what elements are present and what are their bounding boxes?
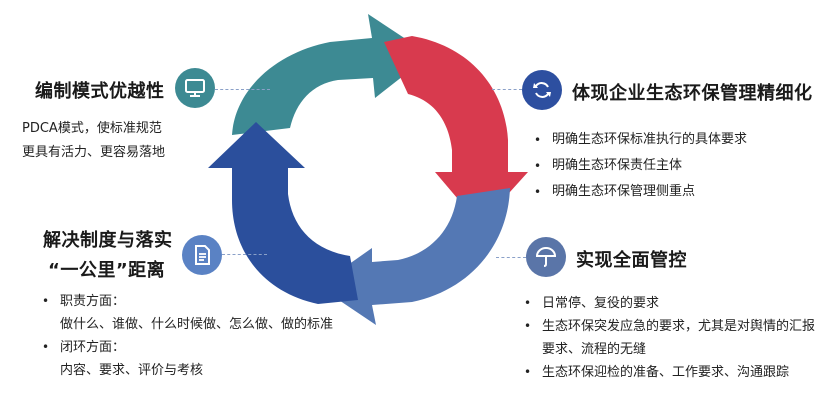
list-item: 职责方面：: [40, 290, 333, 313]
list-item: 明确生态环保责任主体: [532, 153, 747, 179]
list-item-detail: 内容、要求、评价与考核: [60, 363, 204, 378]
bottom-left-title-line-1: 解决制度与落实: [43, 230, 173, 251]
bottom-right-title: 实现全面管控: [576, 250, 687, 271]
list-item: 生态环保迎检的准备、工作要求、沟通跟踪: [522, 361, 815, 384]
list-item: 日常停、复役的要求: [522, 292, 815, 315]
list-item: 明确生态环保管理侧重点: [532, 179, 747, 205]
refresh-icon: [522, 70, 562, 110]
bottom-left-title-line-2: “一公里”距离: [48, 260, 166, 281]
monitor-icon: [175, 68, 215, 108]
bottom-left-list: 职责方面： 做什么、谁做、什么时候做、怎么做、做的标准 闭环方面： 内容、要求、…: [40, 290, 333, 382]
connector-top-right: [492, 89, 522, 90]
cycle-arrow-red: [384, 36, 528, 225]
cycle-arrow-teal: [232, 14, 430, 135]
cycle-arrow-darkblue: [208, 122, 358, 304]
list-item: 闭环方面：: [40, 336, 333, 359]
list-item: 明确生态环保标准执行的具体要求: [532, 127, 747, 153]
top-right-list: 明确生态环保标准执行的具体要求 明确生态环保责任主体 明确生态环保管理侧重点: [532, 127, 747, 205]
bottom-right-list: 日常停、复役的要求 生态环保突发应急的要求，尤其是对舆情的汇报 要求、流程的无缝…: [522, 292, 815, 384]
top-left-line-1: PDCA模式，使标准规范: [22, 121, 162, 136]
top-left-line-2: 更具有活力、更容易落地: [22, 145, 166, 160]
list-item-continuation: 要求、流程的无缝: [542, 342, 647, 357]
umbrella-icon: [526, 237, 566, 277]
top-left-body: PDCA模式，使标准规范 更具有活力、更容易落地: [22, 117, 165, 165]
top-left-title: 编制模式优越性: [35, 81, 165, 102]
list-item: 生态环保突发应急的要求，尤其是对舆情的汇报: [522, 315, 815, 338]
connector-bottom-left: [222, 254, 267, 255]
cycle-arrow-lightblue: [318, 188, 510, 325]
connector-bottom-right: [496, 257, 526, 258]
top-right-title: 体现企业生态环保管理精细化: [572, 83, 813, 104]
document-icon: [182, 235, 222, 275]
connector-top-left: [215, 89, 270, 90]
list-item-detail: 做什么、谁做、什么时候做、怎么做、做的标准: [60, 317, 334, 332]
